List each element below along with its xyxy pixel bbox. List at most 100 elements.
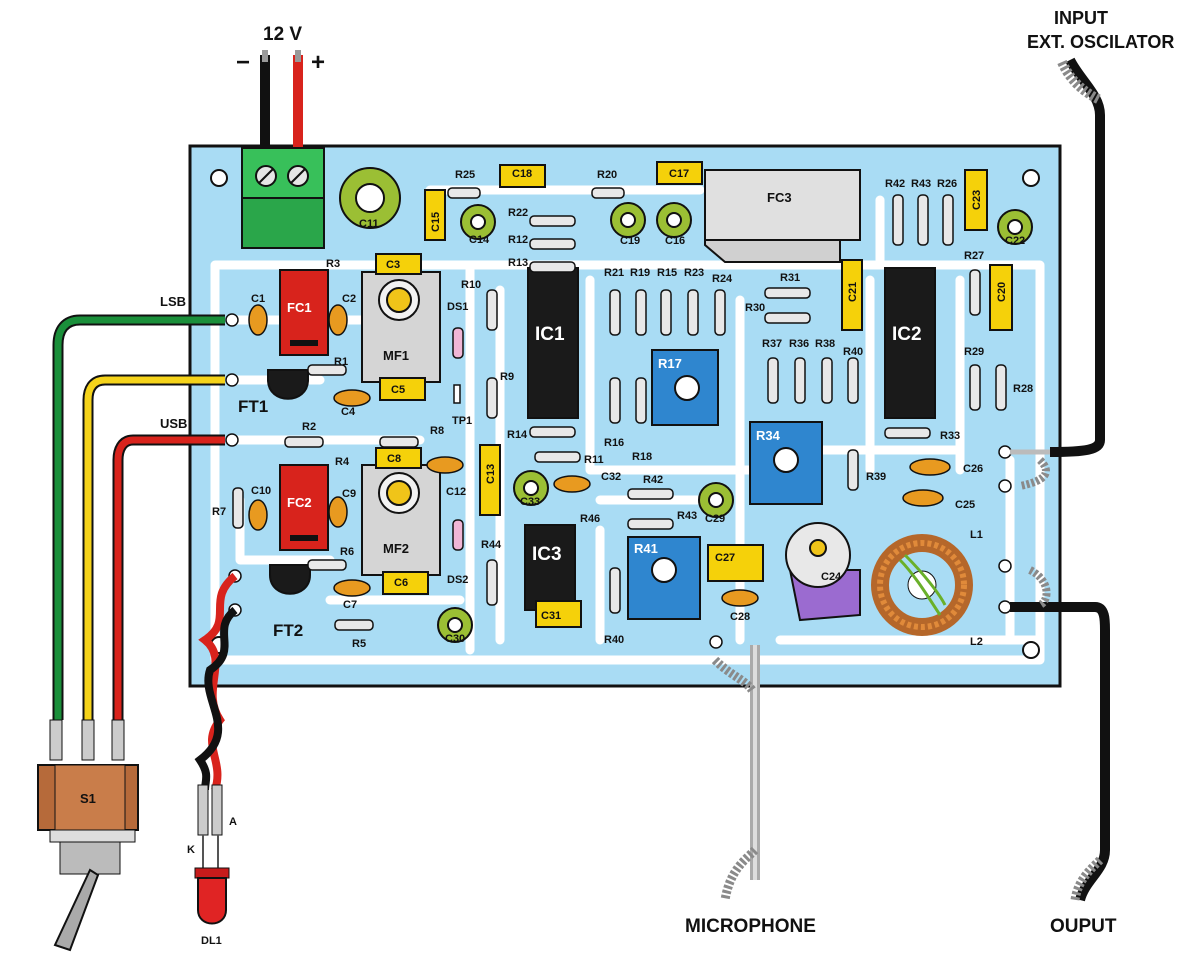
r36-label: R38 [815, 338, 835, 350]
r21-label: R21 [604, 267, 624, 279]
trimmer-r34: R34 [749, 421, 823, 505]
r23-label: R23 [684, 267, 704, 279]
c12-label: C12 [446, 486, 466, 498]
r20-label: R20 [597, 169, 617, 181]
r1-label: R1 [334, 356, 348, 368]
output-label: OUPUT [1050, 916, 1117, 937]
c33-label: C33 [520, 496, 540, 508]
r37-label: R39 [866, 471, 886, 483]
c29-label: C29 [705, 513, 725, 525]
r16-label: R18 [632, 451, 652, 463]
ft1-label: FT1 [238, 397, 268, 416]
c30-label: C30 [445, 633, 465, 645]
r4-label: R4 [335, 456, 350, 468]
r3-label: R3 [326, 258, 340, 270]
r30-label: R30 [745, 302, 765, 314]
r22-label: R22 [508, 207, 528, 219]
filter-mf2: MF2 [361, 464, 441, 576]
led-k-label: K [187, 844, 195, 856]
r33-label: R36 [789, 338, 809, 350]
ceramic-capacitors [248, 304, 951, 607]
c11-label: C11 [359, 218, 379, 230]
input-label-line1: INPUT [1054, 8, 1108, 28]
r40-label: R43 [911, 178, 931, 190]
r38-label: R40 [843, 346, 863, 358]
output-wire: OUPUT [1010, 566, 1117, 937]
resistors-vertical [232, 194, 1007, 614]
components: FC3 MF1 MF2 FC1 FC2 IC1 [232, 161, 1033, 648]
c26-label: C26 [963, 463, 983, 475]
mf1-label: MF1 [383, 348, 409, 363]
r12-label: R12 [508, 234, 528, 246]
tp1-label: TP1 [452, 415, 472, 427]
c25-label: C25 [955, 499, 975, 511]
usb-label: USB [160, 416, 187, 431]
r46-label: R46 [580, 513, 600, 525]
r43-label: R42 [643, 474, 663, 486]
r13-label: R13 [508, 257, 528, 269]
r10-label: R10 [461, 279, 481, 291]
trimmer-r41: R41 [627, 536, 701, 620]
minus-sign: − [236, 49, 250, 76]
switch-label: S1 [80, 791, 96, 806]
ds1-label: DS1 [447, 301, 468, 313]
c28-label: C28 [730, 611, 750, 623]
r17-label: R17 [658, 356, 682, 371]
r39-label: R42 [885, 178, 905, 190]
c27-label: C27 [715, 552, 735, 564]
led-a-label: A [229, 816, 237, 828]
r45-label: R44 [481, 539, 502, 551]
electrolytic-capacitors [339, 167, 1033, 643]
ic1: IC1 [527, 267, 579, 419]
ic2: IC2 [884, 267, 936, 419]
power-label: 12 V [263, 24, 302, 45]
ext-oscillator-input: INPUT EXT. OSCILATOR [1010, 8, 1174, 490]
r29-label: R29 [964, 346, 984, 358]
filter-mf1: MF1 [361, 271, 441, 383]
r8-label: R8 [430, 425, 444, 437]
resistors-horizontal [284, 187, 931, 631]
terminal-block [241, 147, 325, 249]
transistor-ft1: FT1 [238, 369, 309, 416]
fc3-label: FC3 [767, 190, 792, 205]
r9-label: R9 [500, 371, 514, 383]
led-dl1: K A DL1 [187, 572, 238, 947]
wire-pads [225, 313, 1012, 649]
ds2-label: DS2 [447, 574, 468, 586]
c17-label: C17 [669, 168, 689, 180]
r44-label: R43 [677, 510, 697, 522]
transistor-ft2: FT2 [269, 564, 311, 640]
r32-label: R33 [940, 430, 960, 442]
trimmer-r17: R17 [651, 349, 719, 426]
l1-label: L1 [970, 529, 983, 541]
c21-label: C21 [847, 282, 859, 302]
r31-label: R31 [780, 272, 800, 284]
r34-label: R34 [756, 428, 781, 443]
c4-label: C4 [341, 406, 356, 418]
ic3: IC3 [524, 524, 576, 611]
led-label: DL1 [201, 935, 222, 947]
r27-label: R27 [964, 250, 984, 262]
r5-label: R5 [352, 638, 366, 650]
input-label-line2: EXT. OSCILATOR [1027, 32, 1174, 52]
microphone-wire: MICROPHONE [685, 645, 816, 937]
r18-label: R16 [604, 437, 624, 449]
r11-label: R11 [584, 454, 604, 466]
r2-label: R2 [302, 421, 316, 433]
l2-label: L2 [970, 636, 983, 648]
power-input: 12 V − + [236, 24, 325, 249]
lsb-label: LSB [160, 294, 186, 309]
c5-label: C5 [391, 384, 405, 396]
c15-label: C15 [430, 212, 442, 232]
r24-label: R24 [712, 273, 733, 285]
plus-sign: + [311, 49, 325, 76]
c2-label: C2 [342, 293, 356, 305]
c23-label: C23 [971, 190, 983, 210]
filter-fc2: FC2 [279, 464, 329, 551]
fc1-label: FC1 [287, 300, 312, 315]
c6-label: C6 [394, 577, 408, 589]
r28-label: R28 [1013, 383, 1033, 395]
r6-label: R6 [340, 546, 354, 558]
c8-label: C8 [387, 453, 401, 465]
